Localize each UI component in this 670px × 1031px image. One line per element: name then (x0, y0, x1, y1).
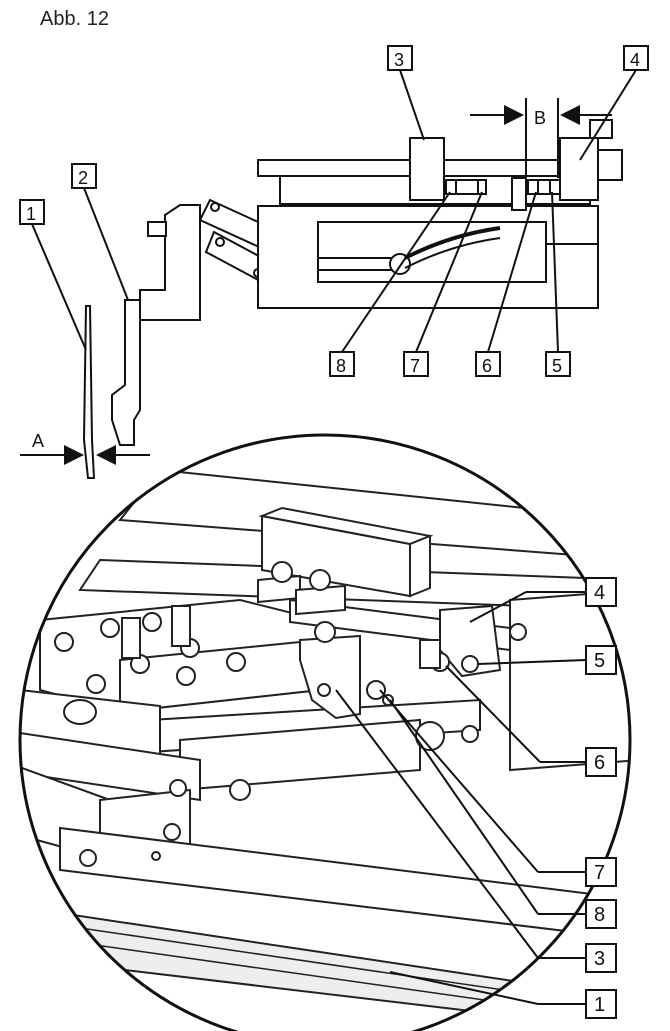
bracket-stud (147, 221, 167, 237)
blade-part-1 (82, 305, 96, 479)
callout-top-5: 5 (552, 356, 562, 376)
top-schematic (82, 119, 623, 479)
callout-detail-8: 8 (594, 904, 605, 926)
top-callouts: 1 2 3 4 8 7 6 5 (19, 45, 649, 377)
adjusting-screws (445, 177, 561, 211)
callout-top-8: 8 (336, 356, 346, 376)
callout-top-3: 3 (394, 50, 404, 70)
guide-part-2 (111, 299, 141, 446)
cylinder-rod (317, 257, 399, 271)
callout-top-4: 4 (630, 50, 640, 70)
housing-inner (317, 221, 547, 283)
figure-caption: Abb. 12 (40, 8, 109, 30)
stop-block-3 (409, 137, 445, 201)
callout-detail-4: 4 (594, 582, 605, 604)
callout-detail-6: 6 (594, 752, 605, 774)
dimension-a-label: A (32, 431, 44, 451)
stop-block-4 (559, 137, 599, 201)
detail-view (18, 433, 632, 1031)
callout-detail-1: 1 (594, 994, 605, 1016)
detail-callouts: 4 5 6 7 8 3 1 (335, 577, 617, 1019)
callout-top-7: 7 (410, 356, 420, 376)
callout-top-6: 6 (482, 356, 492, 376)
dimension-b: B (470, 98, 612, 178)
detail-stop-block-3 (299, 634, 361, 720)
bracket (139, 204, 201, 321)
callout-top-1: 1 (26, 204, 36, 224)
curved-rod (404, 226, 501, 260)
callout-detail-7: 7 (594, 862, 605, 884)
dimension-a: A (20, 431, 150, 465)
dimension-b-label: B (534, 108, 546, 128)
callout-detail-3: 3 (594, 948, 605, 970)
callout-detail-5: 5 (594, 650, 605, 672)
callout-top-2: 2 (78, 168, 88, 188)
